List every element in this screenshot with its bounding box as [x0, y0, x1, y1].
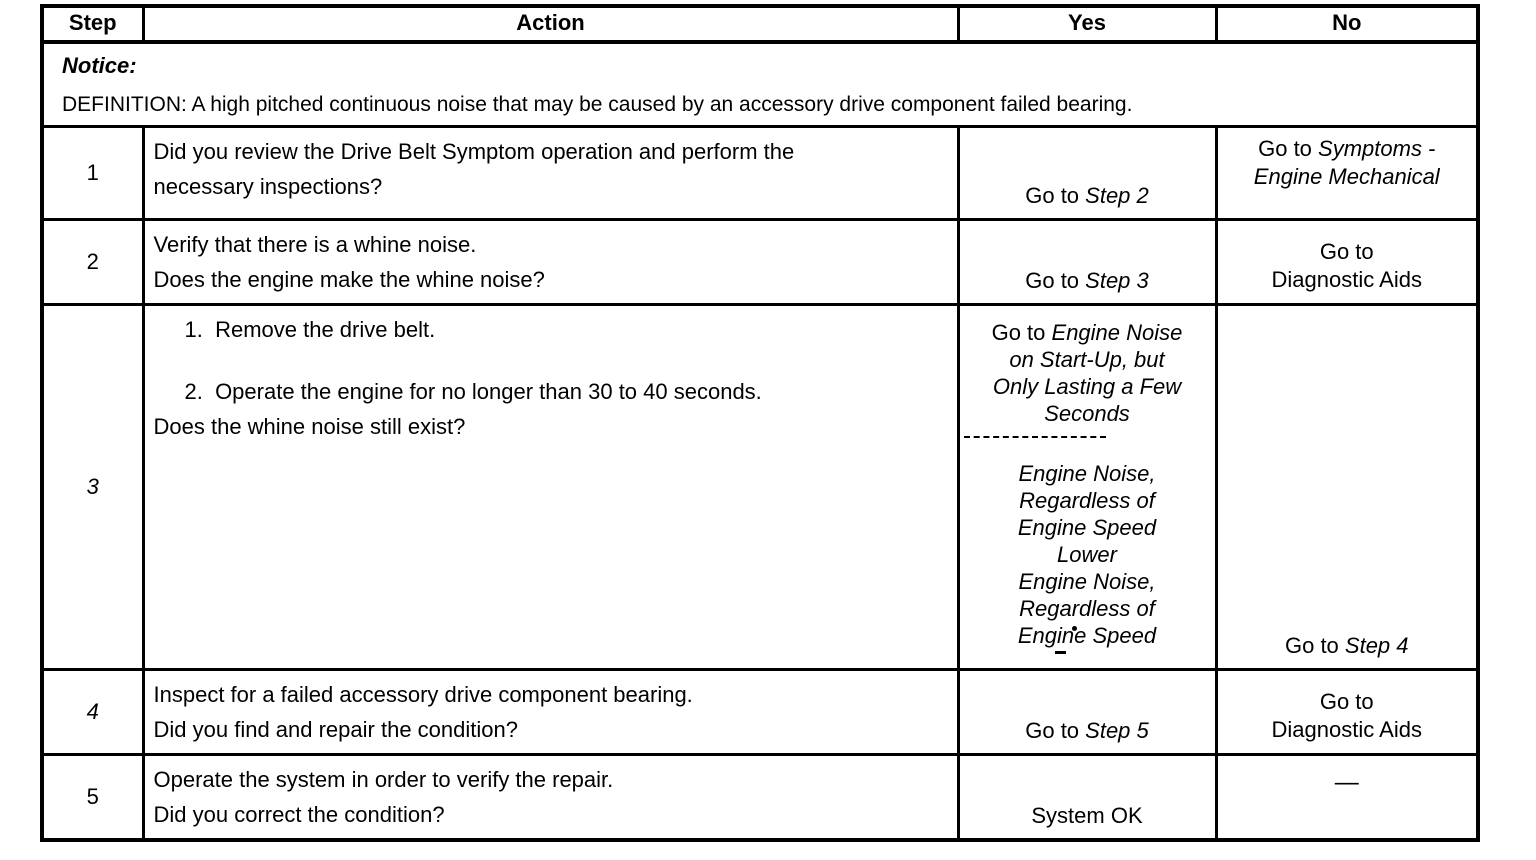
action-cell: Operate the system in order to verify th…	[141, 753, 960, 842]
goto-reference: Step 5	[1085, 718, 1149, 743]
goto-reference: Engine Mechanical	[1253, 164, 1440, 189]
goto-reference: Lower	[1057, 542, 1117, 567]
action-cell: 1. Remove the drive belt. 2. Operate the…	[141, 303, 960, 671]
yes-cell: System OK	[956, 753, 1218, 842]
table-row-step-3: 3 1. Remove the drive belt. 2. Operate t…	[40, 303, 1480, 671]
goto-text: Go to	[1258, 136, 1319, 161]
goto-reference: Engine Noise,	[1018, 461, 1156, 486]
step-number: 2	[40, 218, 145, 306]
table-row-step-2: 2 Verify that there is a whine noise. Do…	[40, 218, 1480, 306]
goto-text: Go to	[1284, 633, 1345, 658]
goto-reference: Engine Speed	[1017, 515, 1157, 540]
notice-label: Notice:	[62, 53, 137, 78]
em-dash: —	[1334, 769, 1359, 796]
col-header-no: No	[1214, 4, 1480, 44]
diagnostic-table: Step Action Yes No Notice: DEFINITION: A…	[40, 4, 1480, 842]
action-cell: Did you review the Drive Belt Symptom op…	[141, 125, 960, 221]
notice-row: Notice: DEFINITION: A high pitched conti…	[40, 40, 1480, 128]
table-row-step-1: 1 Did you review the Drive Belt Symptom …	[40, 125, 1480, 221]
definition-text: DEFINITION: A high pitched continuous no…	[62, 93, 1133, 116]
action-text: necessary inspections?	[153, 174, 383, 199]
yes-cell: Go to Step 5	[956, 668, 1218, 756]
step-number: 1	[40, 125, 145, 221]
goto-reference: Step 4	[1344, 633, 1409, 658]
goto-text: Go to	[1319, 239, 1374, 264]
step-number: 3	[40, 303, 145, 671]
col-header-step: Step	[40, 4, 145, 44]
no-cell: Go to Step 4	[1214, 303, 1480, 671]
scan-artifact	[1055, 651, 1066, 654]
goto-reference: Symptoms -	[1318, 136, 1436, 161]
action-text: Operate the system in order to verify th…	[153, 767, 614, 792]
goto-reference: Diagnostic Aids	[1271, 717, 1422, 742]
goto-reference: Step 3	[1085, 268, 1149, 293]
step-number: 4	[40, 668, 145, 756]
table-row-step-4: 4 Inspect for a failed accessory drive c…	[40, 668, 1480, 756]
goto-reference: Regardless of	[1019, 488, 1155, 513]
no-cell: Go to Diagnostic Aids	[1214, 668, 1480, 756]
goto-reference: Engine Speed	[1017, 623, 1157, 648]
action-text: Inspect for a failed accessory drive com…	[153, 682, 693, 707]
no-cell: Go to Symptoms - Engine Mechanical	[1214, 125, 1480, 221]
goto-text: Go to	[1025, 183, 1086, 208]
yes-cell: Go to Engine Noise on Start-Up, but Only…	[956, 303, 1218, 671]
table-row-step-5: 5 Operate the system in order to verify …	[40, 753, 1480, 842]
action-list-item: 1. Remove the drive belt.	[184, 317, 436, 342]
goto-reference: Regardless of	[1019, 596, 1155, 621]
goto-reference: Only Lasting a Few	[992, 374, 1182, 399]
action-text: Does the engine make the whine noise?	[153, 267, 545, 292]
action-cell: Inspect for a failed accessory drive com…	[141, 668, 960, 756]
yes-cell: Go to Step 3	[956, 218, 1218, 306]
goto-text: Go to	[1025, 268, 1086, 293]
notice-cell: Notice: DEFINITION: A high pitched conti…	[40, 40, 1480, 128]
col-header-action: Action	[141, 4, 960, 44]
result-text: System OK	[1031, 803, 1143, 828]
goto-text: Go to	[1319, 689, 1374, 714]
action-cell: Verify that there is a whine noise. Does…	[141, 218, 960, 306]
goto-reference: Engine Noise	[1051, 320, 1183, 345]
no-cell: Go to Diagnostic Aids	[1214, 218, 1480, 306]
yes-cell: Go to Step 2	[956, 125, 1218, 221]
action-text: Did you find and repair the condition?	[153, 717, 518, 742]
step-number: 5	[40, 753, 145, 842]
no-cell: —	[1214, 753, 1480, 842]
scan-artifact	[1072, 626, 1077, 631]
action-list-item: 2. Operate the engine for no longer than…	[184, 379, 762, 404]
action-text: Verify that there is a whine noise.	[153, 232, 477, 257]
goto-text: Go to	[1025, 718, 1086, 743]
goto-reference: Step 2	[1085, 183, 1149, 208]
goto-reference: Engine Noise,	[1018, 569, 1156, 594]
action-text: Did you correct the condition?	[153, 802, 445, 827]
dashed-separator	[963, 436, 1106, 438]
action-question: Does the whine noise still exist?	[153, 414, 466, 439]
goto-reference: Diagnostic Aids	[1271, 267, 1422, 292]
header-row: Step Action Yes No	[40, 4, 1480, 44]
col-header-yes: Yes	[956, 4, 1218, 44]
goto-text: Go to	[991, 320, 1052, 345]
goto-reference: on Start-Up, but	[1009, 347, 1165, 372]
goto-reference: Seconds	[1044, 401, 1130, 426]
action-text: Did you review the Drive Belt Symptom op…	[153, 139, 795, 164]
